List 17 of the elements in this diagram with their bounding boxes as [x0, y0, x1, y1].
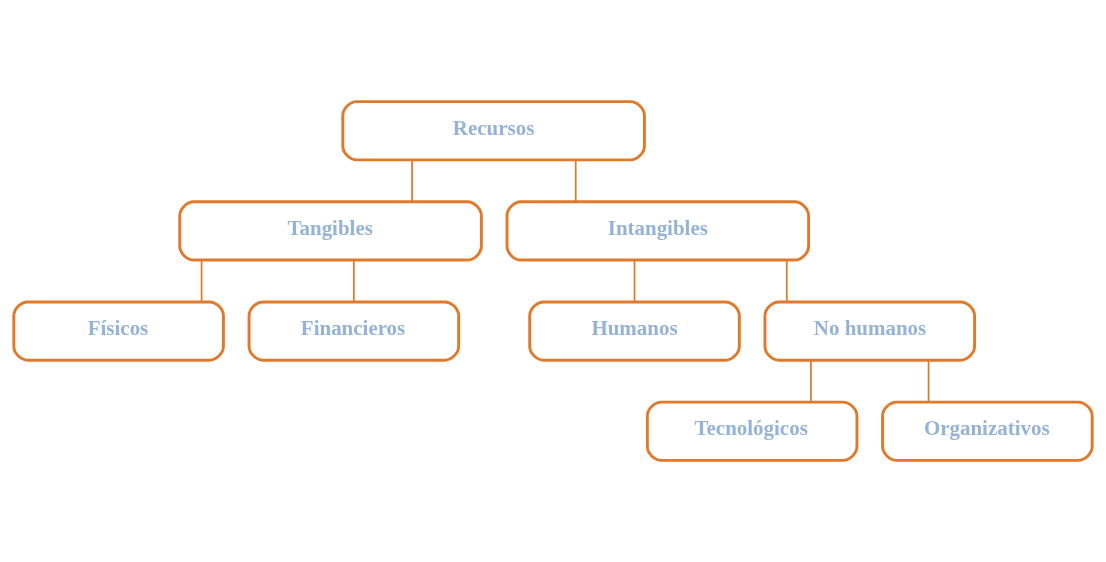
connector	[785, 259, 788, 303]
connector	[574, 159, 577, 203]
node-box: No humanos	[763, 300, 977, 362]
node-box: Tecnológicos	[645, 400, 859, 462]
node-box: Intangibles	[505, 200, 811, 262]
node-box: Humanos	[528, 300, 741, 362]
connector	[927, 359, 930, 403]
node-box: Recursos	[341, 100, 646, 162]
node-box: Tangibles	[178, 200, 483, 262]
node-box: Financieros	[247, 300, 461, 362]
connector	[353, 259, 355, 303]
connector	[200, 259, 203, 303]
connector	[411, 159, 413, 203]
node-box: Físicos	[12, 300, 225, 362]
connector	[633, 259, 636, 303]
node-box: Organizativos	[881, 400, 1094, 462]
connector	[810, 359, 812, 403]
